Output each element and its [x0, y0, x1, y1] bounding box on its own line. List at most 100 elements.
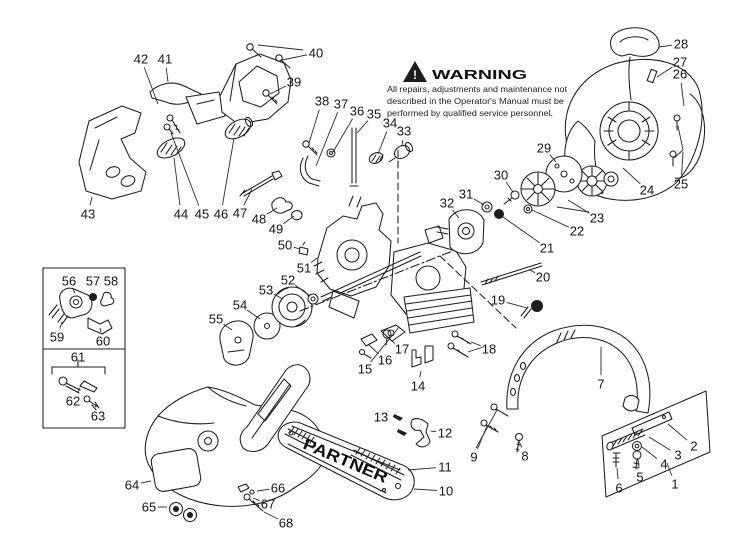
part-number-6: 6	[615, 481, 622, 496]
part-number-25: 25	[674, 177, 688, 192]
part-number-55: 55	[209, 312, 223, 327]
leader-line-55	[223, 323, 233, 331]
leader-line-59	[59, 321, 63, 329]
part-number-12: 12	[438, 426, 452, 441]
leader-line-64	[140, 480, 152, 484]
leader-line-26	[680, 82, 685, 107]
chain-catcher-parts	[393, 414, 431, 448]
crankcase-part	[299, 149, 517, 334]
leader-line-25	[681, 151, 684, 176]
leader-line-34	[377, 131, 388, 155]
part-number-3: 3	[674, 448, 681, 463]
warning-exclamation: !	[413, 68, 417, 82]
part-number-26: 26	[673, 67, 687, 82]
leader-line-54	[247, 309, 261, 320]
part-number-4: 4	[660, 457, 667, 472]
leader-line-32	[452, 209, 460, 219]
part-number-63: 63	[91, 409, 105, 424]
part-number-15: 15	[358, 362, 372, 377]
leader-line-47	[243, 188, 253, 206]
carb-linkage-parts	[239, 170, 309, 256]
rear-handle-body-part	[144, 364, 328, 523]
leader-line-52	[295, 284, 311, 297]
part-number-19: 19	[491, 293, 505, 308]
leader-line-66	[256, 488, 270, 492]
part-number-39: 39	[287, 75, 301, 90]
part-number-57: 57	[86, 274, 100, 289]
part-number-16: 16	[378, 353, 392, 368]
part-number-33: 33	[397, 124, 411, 139]
leader-line-53	[273, 293, 284, 300]
part-number-21: 21	[540, 241, 554, 256]
part-number-65: 65	[142, 500, 156, 515]
leader-line-12	[430, 430, 437, 433]
part-number-34: 34	[383, 116, 397, 131]
leader-line-45	[170, 132, 200, 206]
leader-line-8	[518, 440, 523, 448]
leader-line-62	[76, 387, 81, 394]
part-number-9: 9	[470, 450, 477, 465]
leader-line-11	[407, 467, 437, 471]
hardware-box-parts	[601, 390, 711, 498]
part-number-45: 45	[195, 207, 209, 222]
part-number-8: 8	[521, 449, 528, 464]
part-number-56: 56	[62, 274, 76, 289]
part-number-10: 10	[439, 484, 453, 499]
leader-line-4	[641, 446, 658, 459]
part-number-60: 60	[96, 334, 110, 349]
warning-line-1: All repairs, adjustments and maintenance…	[387, 84, 568, 94]
leader-line-38	[308, 109, 320, 144]
fuel-line-parts	[299, 127, 414, 187]
part-number-67: 67	[261, 497, 275, 512]
part-number-17: 17	[395, 342, 409, 357]
warning-line-2: described in the Operator's Manual must …	[387, 96, 564, 106]
leader-line-30	[505, 182, 514, 193]
leader-line-3	[648, 436, 671, 451]
part-number-31: 31	[459, 187, 473, 202]
part-number-38: 38	[315, 94, 329, 109]
oiler-parts	[358, 324, 472, 368]
part-number-53: 53	[259, 283, 273, 298]
leader-line-22	[531, 209, 569, 228]
part-number-36: 36	[350, 104, 364, 119]
leader-line-37	[315, 112, 339, 167]
leader-line-42	[143, 67, 159, 105]
part-number-35: 35	[367, 107, 381, 122]
part-number-5: 5	[636, 470, 643, 485]
leader-line-36	[332, 118, 353, 153]
leader-line-2	[667, 423, 688, 441]
clutch-parts	[219, 286, 319, 366]
part-number-20: 20	[536, 270, 550, 285]
part-number-1: 1	[671, 477, 678, 492]
part-number-66: 66	[271, 481, 285, 496]
part-number-68: 68	[279, 516, 293, 531]
part-number-24: 24	[640, 183, 654, 198]
part-number-14: 14	[411, 379, 425, 394]
part-number-59: 59	[50, 330, 64, 345]
leader-line-5	[637, 458, 640, 469]
leader-line-29	[549, 154, 557, 163]
part-number-54: 54	[233, 298, 247, 313]
leader-line-67	[252, 497, 260, 502]
leader-line-15	[370, 326, 400, 363]
part-number-58: 58	[104, 274, 118, 289]
part-number-41: 41	[158, 52, 172, 67]
part-number-44: 44	[174, 207, 188, 222]
leader-line-44	[173, 157, 181, 206]
leader-line-35	[356, 120, 369, 134]
part-number-48: 48	[252, 212, 266, 227]
part-number-46: 46	[214, 207, 228, 222]
starter-handle-part	[610, 27, 660, 101]
leader-line-20	[529, 269, 536, 274]
leader-line-27	[656, 66, 673, 78]
leader-line-1	[666, 462, 673, 476]
part-number-7: 7	[597, 377, 604, 392]
part-number-47: 47	[233, 206, 247, 221]
part-number-11: 11	[438, 460, 452, 475]
part-number-40: 40	[309, 46, 323, 61]
part-number-61: 61	[71, 350, 85, 365]
leader-line-14	[419, 370, 422, 378]
mounting-screw-parts	[246, 43, 318, 156]
warning-line-3: performed by qualified service personnel…	[387, 108, 553, 118]
